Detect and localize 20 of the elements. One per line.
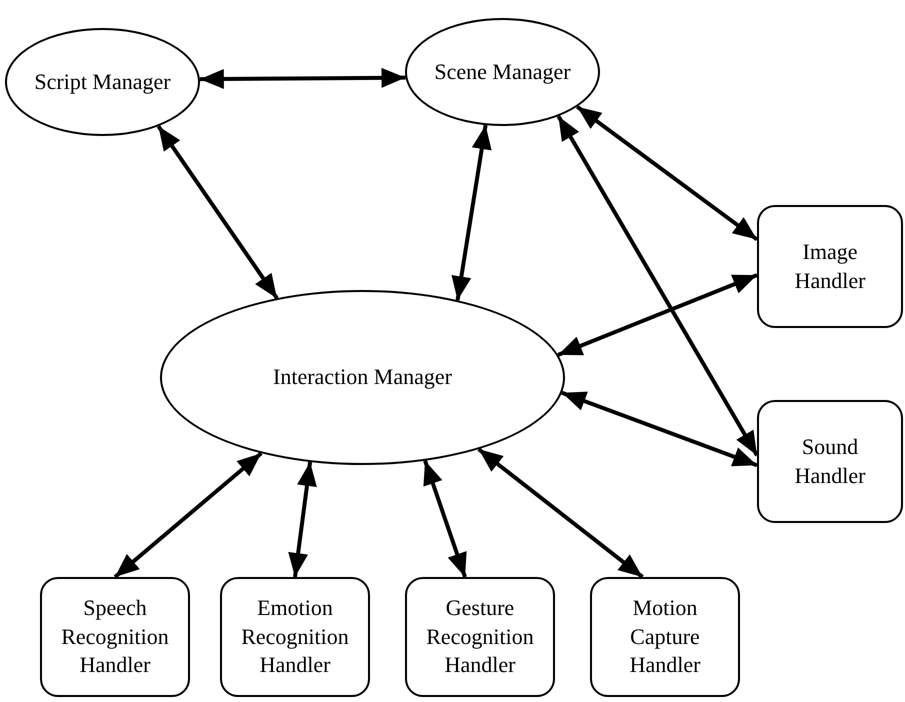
handler-box: Sound Handler <box>757 400 903 523</box>
ellipse-node: Scene Manager <box>405 18 600 126</box>
handler-box: Gesture Recognition Handler <box>405 577 555 697</box>
double-arrow <box>561 390 758 468</box>
ellipse-node: Interaction Manager <box>160 290 565 465</box>
handler-box: Emotion Recognition Handler <box>220 577 370 697</box>
handler-box: Image Handler <box>757 205 903 328</box>
double-arrow <box>200 68 406 89</box>
double-arrow <box>288 462 317 578</box>
double-arrow <box>477 448 644 579</box>
double-arrow <box>451 124 492 301</box>
handler-box: Motion Capture Handler <box>590 577 740 697</box>
double-arrow <box>156 125 279 300</box>
double-arrow <box>423 460 467 578</box>
double-arrow <box>114 452 263 579</box>
ellipse-node: Script Manager <box>5 28 200 136</box>
double-arrow <box>557 273 758 357</box>
handler-box: Speech Recognition Handler <box>40 577 190 697</box>
double-arrow <box>556 115 759 456</box>
double-arrow <box>576 105 758 242</box>
